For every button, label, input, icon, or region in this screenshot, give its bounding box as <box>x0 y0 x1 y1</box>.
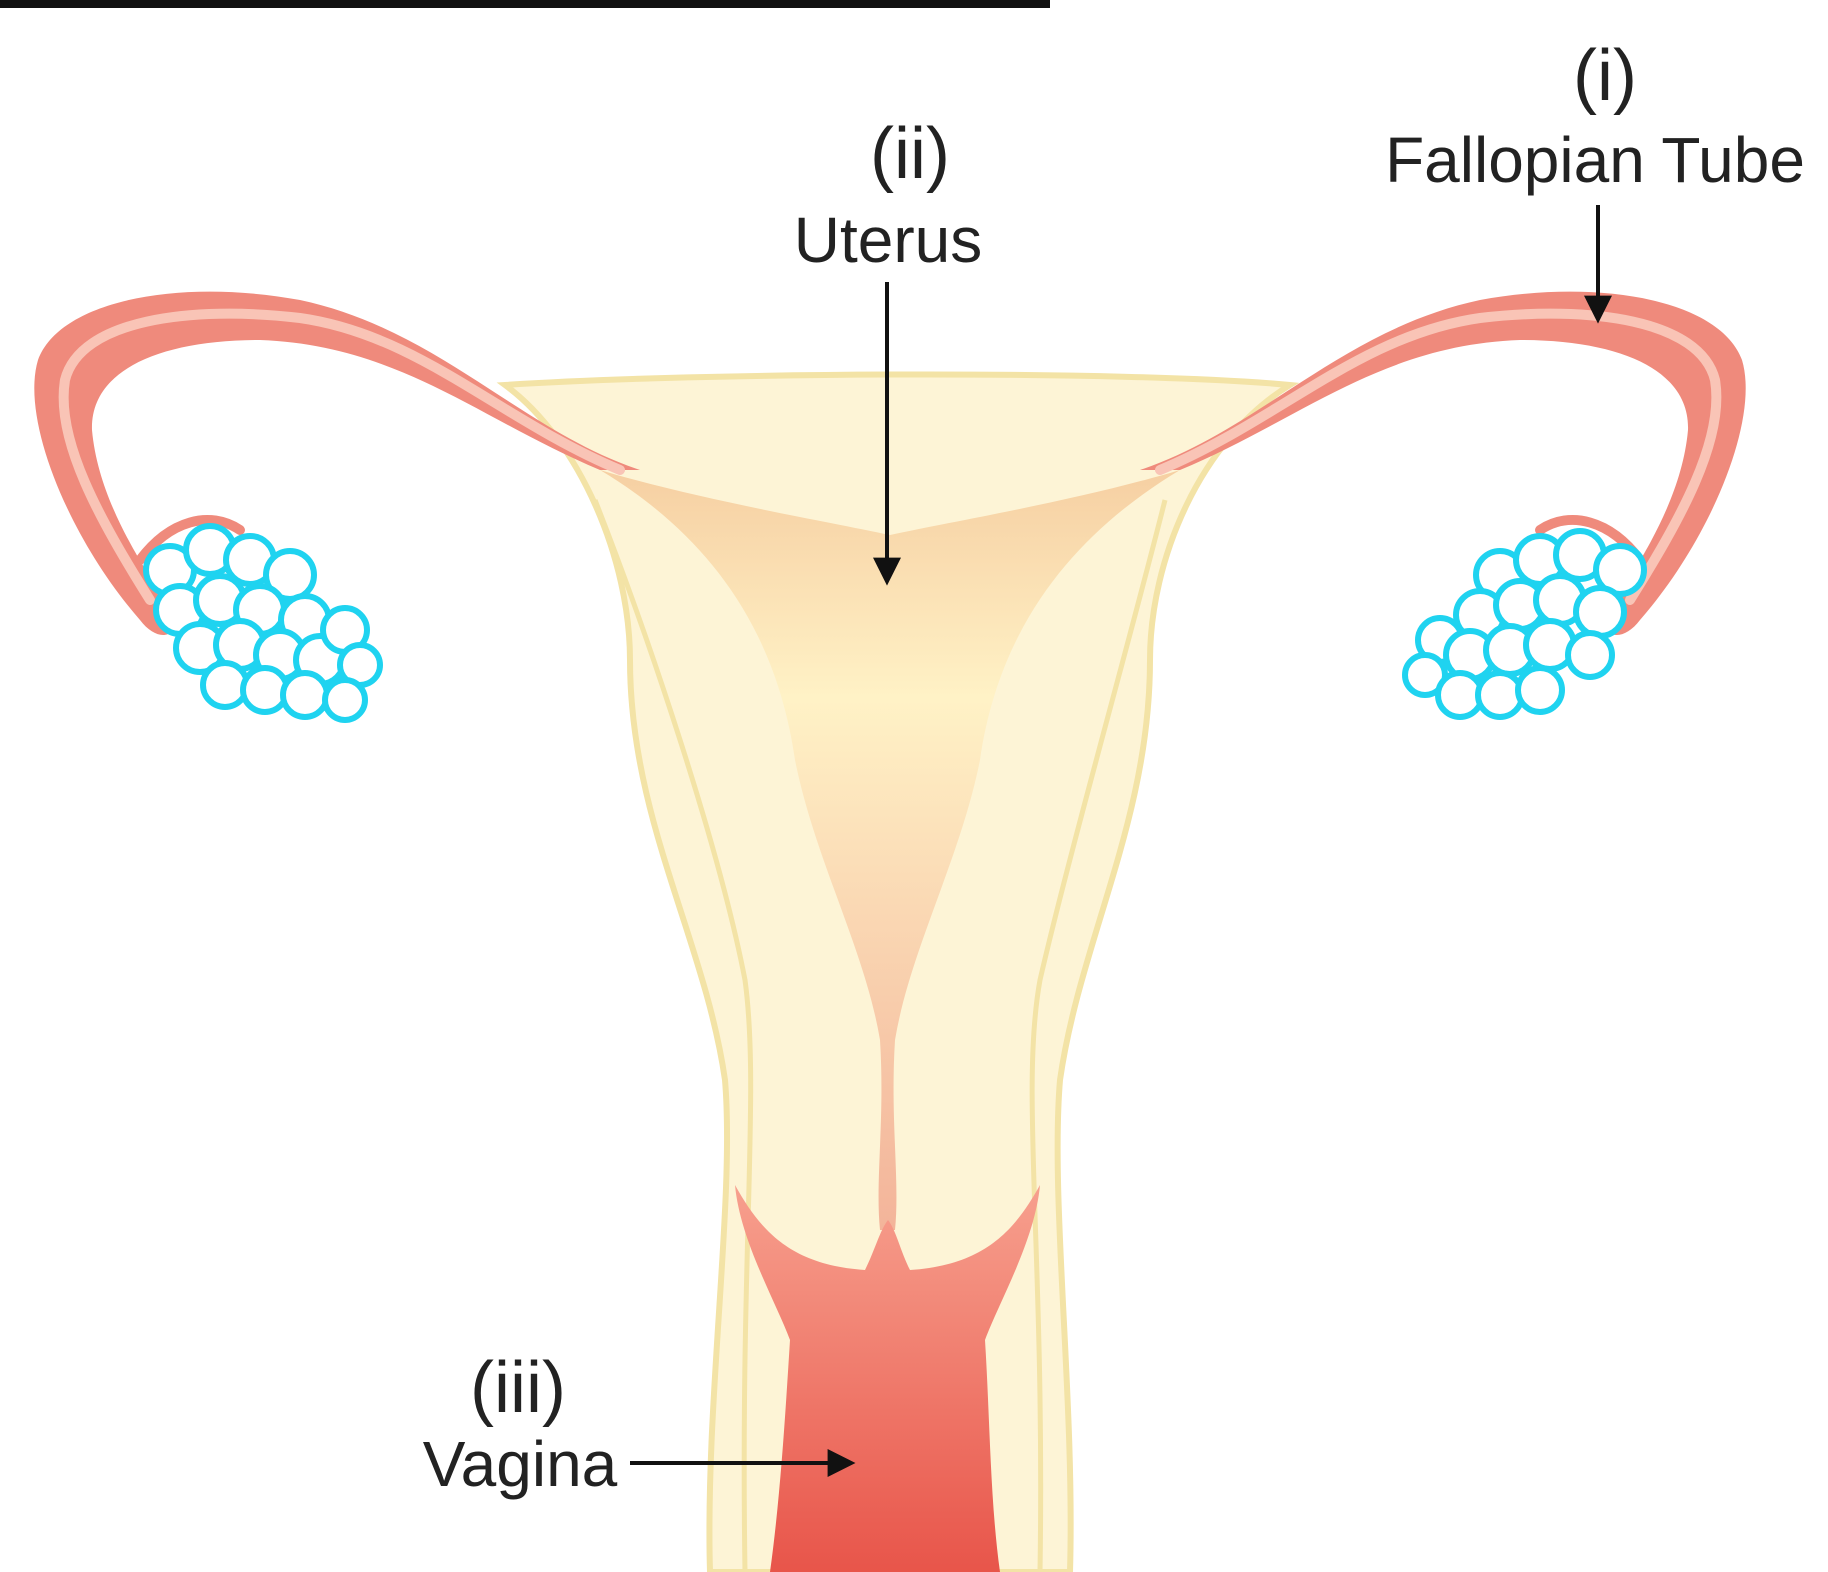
ovary-left <box>146 526 380 720</box>
label-uterus-name: Uterus <box>794 204 983 276</box>
label-vagina-numeral: (iii) <box>470 1348 566 1428</box>
ovary-right <box>1405 531 1644 717</box>
top-rule <box>0 0 1050 8</box>
label-vagina-name: Vagina <box>423 1428 618 1500</box>
fallopian-tube-left <box>34 292 640 635</box>
label-uterus-numeral: (ii) <box>870 114 950 194</box>
label-fallopian-tube-numeral: (i) <box>1573 36 1637 116</box>
label-fallopian-tube-name: Fallopian Tube <box>1385 124 1805 196</box>
fallopian-tube-right <box>1140 292 1746 635</box>
label-fallopian-tube: (i) Fallopian Tube <box>1385 36 1805 318</box>
